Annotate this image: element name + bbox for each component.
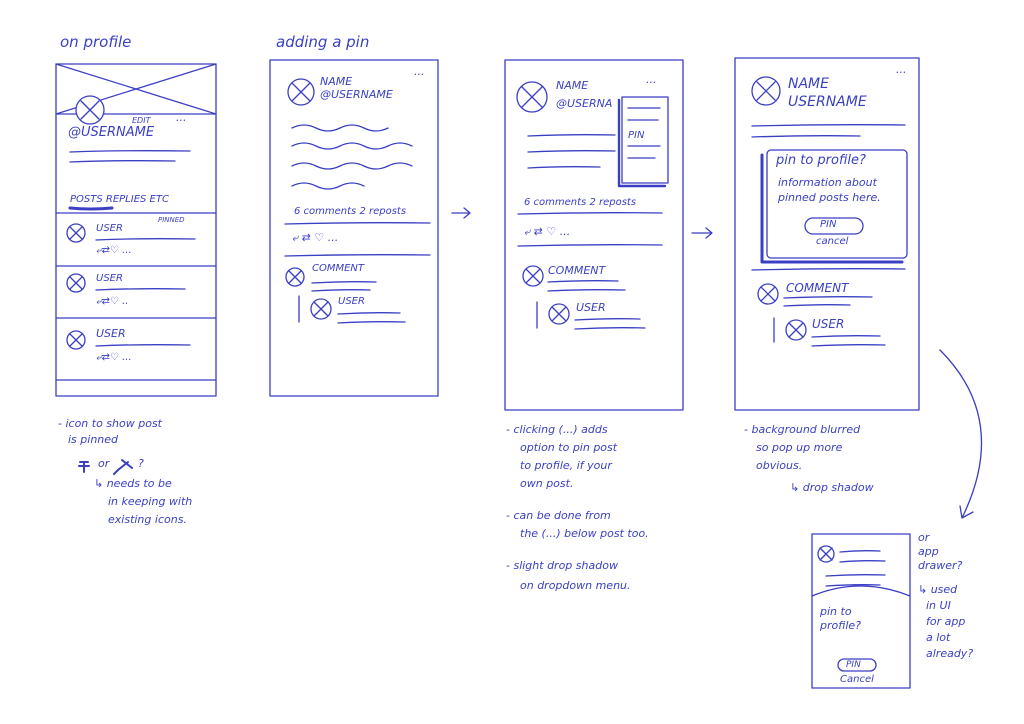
post-stats: 6 comments 2 reposts xyxy=(294,206,407,217)
post-more-icon[interactable]: ... xyxy=(896,63,907,76)
comment-label: COMMENT xyxy=(312,263,365,274)
panel-1-title: on profile xyxy=(60,33,132,51)
popup-pin-button[interactable]: PIN xyxy=(820,219,837,230)
drawer-cancel-button[interactable]: Cancel xyxy=(840,674,874,685)
reply-user: USER xyxy=(812,317,845,331)
post-3-actions[interactable]: ⤶⇄♡ ... xyxy=(96,352,132,363)
post-2-user: USER xyxy=(96,273,123,284)
drawer-title-line-1: pin to xyxy=(820,605,852,618)
panel-2-title: adding a pin xyxy=(276,33,370,51)
drawer-pin-button[interactable]: PIN xyxy=(846,660,861,670)
panel-1-frame xyxy=(56,64,216,396)
post-author-name: NAME xyxy=(556,79,589,92)
edit-button[interactable]: EDIT xyxy=(132,116,151,125)
panel-5-frame xyxy=(812,534,910,688)
reply-user: USER xyxy=(338,296,365,307)
more-options-icon[interactable]: ... xyxy=(176,111,187,124)
comment-label: COMMENT xyxy=(548,264,606,277)
flow-arrow-curved xyxy=(940,350,982,518)
popup-title: pin to profile? xyxy=(776,153,866,168)
post-more-icon[interactable]: ... xyxy=(646,73,657,86)
post-author-name: NAME xyxy=(320,75,353,88)
panel-3-frame xyxy=(505,60,683,410)
post-author-username: @USERNA xyxy=(556,97,613,110)
comment-label: COMMENT xyxy=(786,281,849,295)
post-stats: 6 comments 2 reposts xyxy=(524,197,637,208)
flow-arrow-1 xyxy=(452,208,470,218)
post-2-actions[interactable]: ⤶⇄♡ .. xyxy=(96,296,129,307)
drawer-title-line-2: profile? xyxy=(820,619,862,632)
post-author-username: USERNAME xyxy=(788,94,867,110)
flow-arrow-2 xyxy=(692,228,712,238)
popup-body-line-2: pinned posts here. xyxy=(778,191,881,204)
post-author-name: NAME xyxy=(788,76,829,92)
panel-4-frame xyxy=(735,58,919,410)
reply-user: USER xyxy=(576,301,606,314)
pinned-label: PINNED xyxy=(158,216,185,224)
popup-cancel-button[interactable]: cancel xyxy=(816,236,849,247)
post-actions[interactable]: ⤶ ⇄ ♡ ... xyxy=(292,231,339,244)
post-3-user: USER xyxy=(96,327,126,340)
profile-tabs[interactable]: POSTS REPLIES ETC xyxy=(70,194,169,205)
pin-angled-icon xyxy=(114,460,132,474)
post-1-user: USER xyxy=(96,223,123,234)
post-more-icon[interactable]: ... xyxy=(414,65,425,78)
popup-body-line-1: information about xyxy=(778,176,877,189)
post-author-username: @USERNAME xyxy=(320,88,393,101)
dropdown-pin-item[interactable]: PIN xyxy=(628,130,645,141)
post-1-actions[interactable]: ⤶⇄♡ ... xyxy=(96,245,132,256)
post-actions[interactable]: ⤶ ⇄ ♡ ... xyxy=(524,225,571,238)
profile-username: @USERNAME xyxy=(68,125,155,140)
panel-2-frame xyxy=(270,60,438,396)
pushpin-icon xyxy=(79,462,89,472)
